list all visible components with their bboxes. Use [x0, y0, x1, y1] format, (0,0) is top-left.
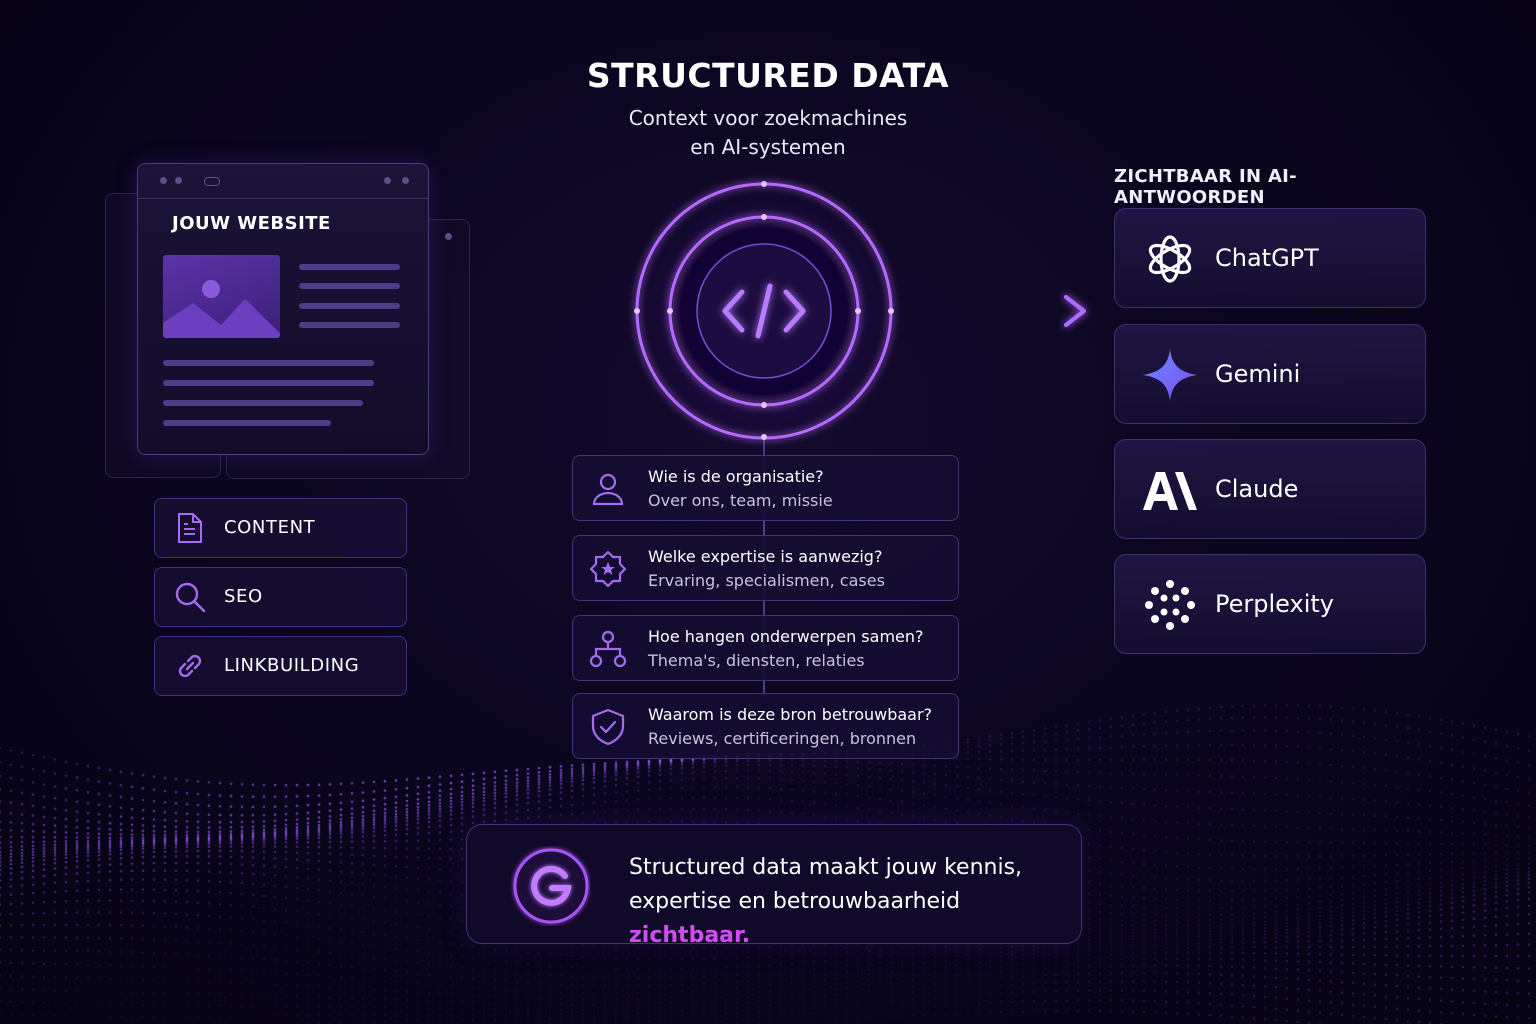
chatgpt-icon	[1148, 235, 1192, 283]
ai-name: Perplexity	[1215, 590, 1334, 618]
ai-name: ChatGPT	[1215, 244, 1319, 272]
website-window	[137, 163, 429, 455]
question-card-expertise: Welke expertise is aanwezig? Ervaring, s…	[572, 535, 959, 601]
gemini-icon	[1143, 349, 1197, 401]
perplexity-icon	[1145, 580, 1195, 630]
page-title: STRUCTURED DATA	[586, 56, 950, 95]
user-icon	[592, 473, 624, 506]
question-card-organisation: Wie is de organisatie? Over ons, team, m…	[572, 455, 959, 521]
ai-name: Claude	[1215, 475, 1299, 503]
ai-section-heading: ZICHTBAAR IN AI-ANTWOORDEN	[1114, 166, 1297, 208]
search-icon	[175, 582, 206, 613]
text-line	[299, 264, 400, 270]
website-title: JOUW WEBSITE	[172, 213, 331, 234]
tag-label: SEO	[224, 586, 263, 607]
text-line	[299, 303, 400, 309]
tag-label: LINKBUILDING	[224, 655, 360, 676]
text-line	[163, 420, 331, 426]
question-title: Waarom is deze bron betrouwbaar?	[648, 705, 933, 724]
banner-line-1: Structured data maakt jouw kennis,	[629, 855, 1023, 880]
tag-label: CONTENT	[224, 517, 316, 538]
document-icon	[178, 513, 202, 543]
ai-card-gemini: Gemini	[1114, 324, 1426, 424]
page-subtitle: Context voor zoekmachines en AI-systemen	[568, 104, 968, 162]
question-subtitle: Ervaring, specialismen, cases	[648, 571, 885, 590]
ai-name: Gemini	[1215, 360, 1301, 388]
question-card-trust: Waarom is deze bron betrouwbaar? Reviews…	[572, 693, 959, 759]
banner-line-2-text: expertise en betrouwbaarheid	[629, 889, 961, 914]
question-subtitle: Reviews, certificeringen, bronnen	[648, 729, 917, 748]
question-title: Hoe hangen onderwerpen samen?	[648, 627, 924, 646]
question-title: Wie is de organisatie?	[648, 467, 824, 486]
ai-card-chatgpt: ChatGPT	[1114, 208, 1426, 308]
claude-icon	[1143, 472, 1197, 510]
google-g-icon	[513, 848, 589, 924]
tag-linkbuilding: LINKBUILDING	[154, 636, 407, 696]
shield-check-icon	[591, 708, 625, 746]
question-subtitle: Over ons, team, missie	[648, 491, 833, 510]
subtitle-line-2: en AI-systemen	[690, 135, 846, 159]
question-title: Welke expertise is aanwezig?	[648, 547, 883, 566]
ai-card-perplexity: Perplexity	[1114, 554, 1426, 654]
text-line	[299, 283, 400, 289]
browser-bar	[138, 164, 428, 199]
code-icon	[722, 283, 806, 339]
text-line	[163, 360, 374, 366]
text-line	[163, 380, 374, 386]
subtitle-line-1: Context voor zoekmachines	[628, 106, 908, 130]
banner-line-2: expertise en betrouwbaarheid zichtbaar.	[629, 885, 1081, 953]
ai-card-claude: Claude	[1114, 439, 1426, 539]
image-placeholder-icon	[163, 255, 280, 338]
tag-content: CONTENT	[154, 498, 407, 558]
arrow-right-icon	[1064, 295, 1086, 327]
text-line	[299, 322, 400, 328]
tag-seo: SEO	[154, 567, 407, 627]
question-subtitle: Thema's, diensten, relaties	[648, 651, 865, 670]
bottom-banner: Structured data maakt jouw kennis, exper…	[466, 824, 1082, 948]
link-icon	[178, 654, 202, 678]
banner-highlight: zichtbaar.	[629, 923, 751, 948]
star-badge-icon	[589, 550, 627, 588]
hierarchy-icon	[589, 630, 627, 668]
banner-text: Structured data maakt jouw kennis, exper…	[629, 851, 1081, 953]
text-line	[163, 400, 363, 406]
question-card-relations: Hoe hangen onderwerpen samen? Thema's, d…	[572, 615, 959, 681]
